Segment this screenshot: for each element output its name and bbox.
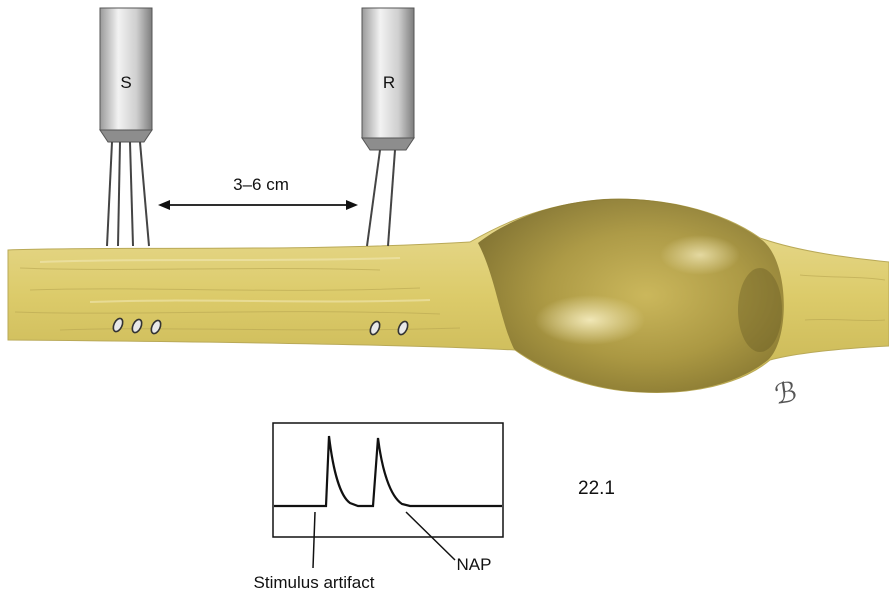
- stimulating-electrode-body: [100, 8, 152, 130]
- distance-label: 3–6 cm: [233, 175, 289, 194]
- recording-electrode-label: R: [383, 73, 395, 92]
- stimulus-artifact-label: Stimulus artifact: [254, 573, 375, 592]
- nap-trace-panel: Stimulus artifact NAP: [254, 423, 503, 592]
- nerve-trunk: [8, 199, 889, 393]
- stimulating-electrode-label: S: [120, 73, 131, 92]
- stimulating-electrode: S: [100, 8, 152, 246]
- nap-label: NAP: [457, 555, 492, 574]
- recording-electrode: R: [362, 8, 414, 246]
- figure-number: 22.1: [578, 478, 615, 500]
- neuroma: [478, 199, 784, 393]
- trace-frame: [273, 423, 503, 537]
- distance-arrow: [158, 200, 358, 210]
- artist-signature: ℬ: [773, 375, 799, 411]
